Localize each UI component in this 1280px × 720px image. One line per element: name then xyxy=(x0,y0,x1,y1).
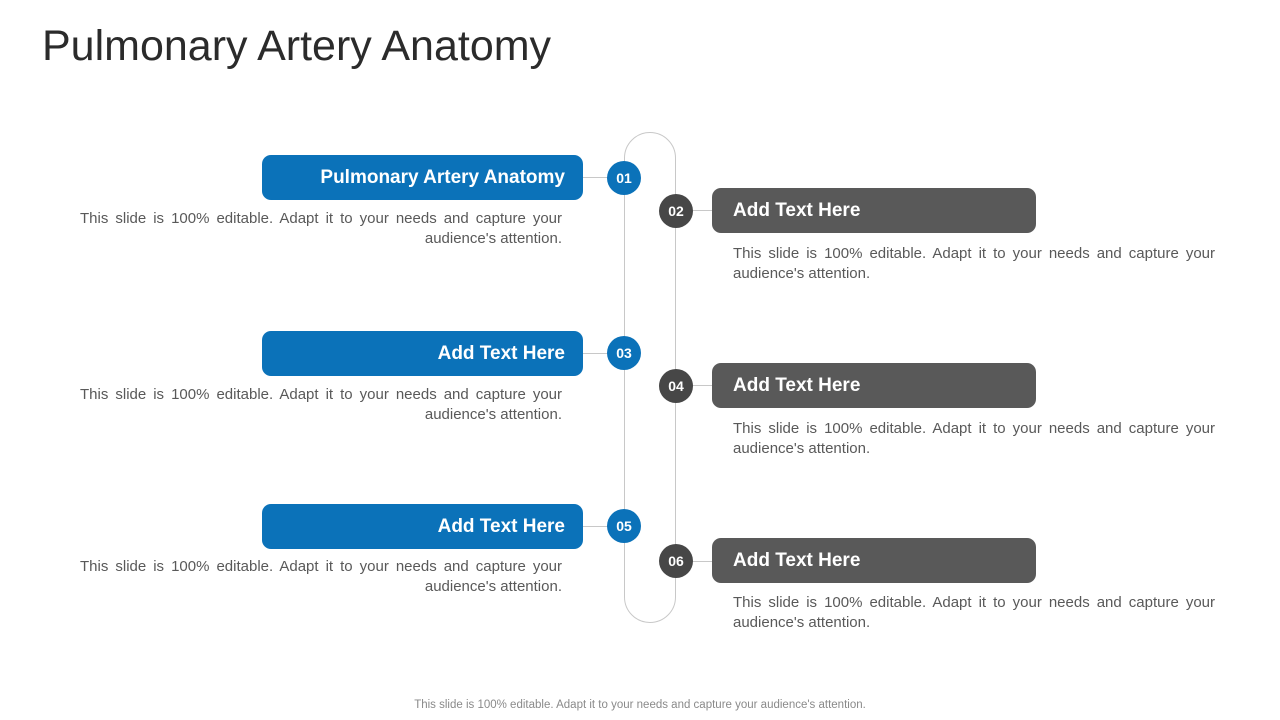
item-04-number: 04 xyxy=(668,378,684,394)
item-05-number: 05 xyxy=(616,518,632,534)
item-03-number-badge: 03 xyxy=(607,336,641,370)
item-04-number-badge: 04 xyxy=(659,369,693,403)
item-04-connector-line xyxy=(691,385,712,386)
item-01-number: 01 xyxy=(616,170,632,186)
item-06-description[interactable]: This slide is 100% editable. Adapt it to… xyxy=(733,594,1215,631)
item-03-description[interactable]: This slide is 100% editable. Adapt it to… xyxy=(80,386,562,423)
item-02-box[interactable]: Add Text Here xyxy=(712,188,1036,233)
item-02-description[interactable]: This slide is 100% editable. Adapt it to… xyxy=(733,245,1215,282)
item-03-connector-line xyxy=(583,353,609,354)
item-03-number: 03 xyxy=(616,345,632,361)
item-03-box[interactable]: Add Text Here xyxy=(262,331,583,376)
item-06-connector-line xyxy=(691,561,712,562)
item-05-connector-line xyxy=(583,526,609,527)
item-02-connector-line xyxy=(691,210,712,211)
item-04-label: Add Text Here xyxy=(733,374,861,396)
item-05-number-badge: 05 xyxy=(607,509,641,543)
item-01-connector-line xyxy=(583,177,609,178)
item-02-number-badge: 02 xyxy=(659,194,693,228)
item-06-number: 06 xyxy=(668,553,684,569)
item-04-box[interactable]: Add Text Here xyxy=(712,363,1036,408)
item-02-number: 02 xyxy=(668,203,684,219)
footer-note: This slide is 100% editable. Adapt it to… xyxy=(414,699,866,711)
item-06-label: Add Text Here xyxy=(733,549,861,571)
item-01-label: Pulmonary Artery Anatomy xyxy=(320,166,565,188)
item-01-number-badge: 01 xyxy=(607,161,641,195)
item-05-description[interactable]: This slide is 100% editable. Adapt it to… xyxy=(80,558,562,595)
item-01-box[interactable]: Pulmonary Artery Anatomy xyxy=(262,155,583,200)
item-06-number-badge: 06 xyxy=(659,544,693,578)
item-02-label: Add Text Here xyxy=(733,199,861,221)
page-title[interactable]: Pulmonary Artery Anatomy xyxy=(42,22,552,70)
item-05-label: Add Text Here xyxy=(437,515,565,537)
item-01-description[interactable]: This slide is 100% editable. Adapt it to… xyxy=(80,210,562,247)
item-04-description[interactable]: This slide is 100% editable. Adapt it to… xyxy=(733,420,1215,457)
item-03-label: Add Text Here xyxy=(437,342,565,364)
item-06-box[interactable]: Add Text Here xyxy=(712,538,1036,583)
item-05-box[interactable]: Add Text Here xyxy=(262,504,583,549)
